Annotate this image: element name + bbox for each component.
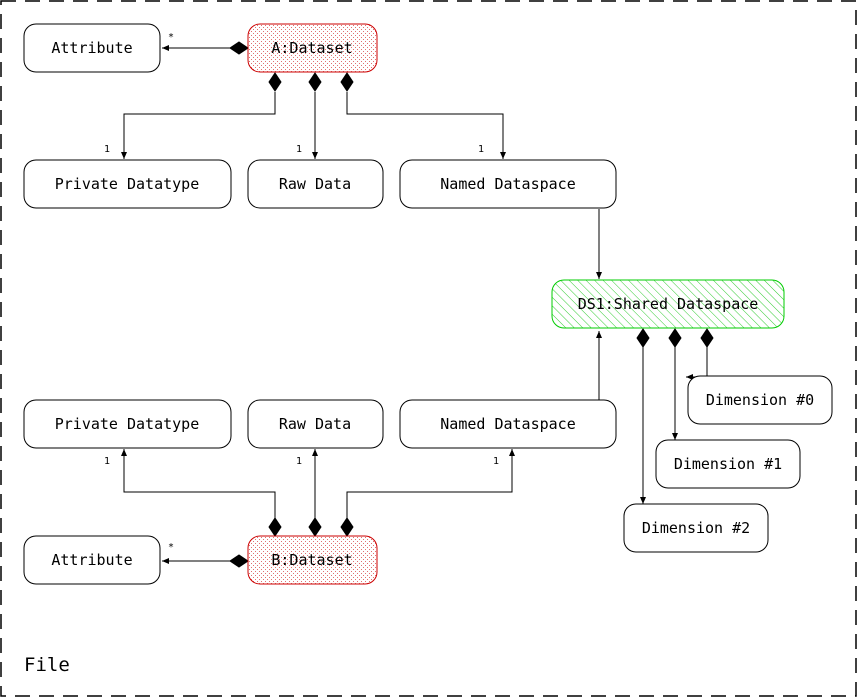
b-raw-data-box[interactable]: Raw Data	[247, 399, 384, 449]
composition-diamonds	[229, 41, 714, 568]
a-dataset-box[interactable]: A:Dataset	[247, 23, 378, 73]
b-private-datatype-box[interactable]: Private Datatype	[23, 399, 232, 449]
shared-dataspace-box[interactable]: DS1:Shared Dataspace	[551, 279, 785, 329]
b-private-datatype-shape	[23, 399, 232, 449]
b-dataset-shape	[247, 535, 378, 585]
dim1-diamond	[668, 328, 682, 348]
dimension-0-shape	[687, 375, 833, 425]
b-named-dataspace-link	[346, 449, 515, 518]
a-named-dataspace-box[interactable]: Named Dataspace	[399, 159, 617, 209]
b-attribute-diamond	[229, 554, 249, 568]
dimension-1-box[interactable]: Dimension #1	[655, 439, 801, 489]
a-private-datatype-box[interactable]: Private Datatype	[23, 159, 232, 209]
mult-b-named-dataspace: 1	[493, 456, 499, 467]
dimension-1-label: Dimension #1	[674, 455, 782, 473]
multiplicity-labels: * 1 1 1 1 1 1 *	[104, 32, 499, 553]
a-named-dataspace-label: Named Dataspace	[440, 175, 575, 193]
a-attribute-shape	[23, 23, 161, 73]
dim0-link	[686, 347, 708, 380]
mult-a-named-dataspace: 1	[478, 144, 484, 155]
b-named-dataspace-box[interactable]: Named Dataspace	[399, 399, 617, 449]
b-raw-data-label: Raw Data	[279, 415, 351, 433]
a-dataset-shape	[247, 23, 378, 73]
mult-b-raw-data: 1	[296, 456, 302, 467]
b-named-dataspace-shape	[399, 399, 617, 449]
dim2-diamond	[636, 328, 650, 348]
a-private-datatype-diamond	[268, 72, 282, 92]
a-private-datatype-shape	[23, 159, 232, 209]
shared-dataspace-shape	[551, 279, 785, 329]
shared-dataspace-label: DS1:Shared Dataspace	[578, 295, 759, 313]
b-private-datatype-link	[121, 449, 276, 518]
b-raw-data-diamond	[308, 517, 322, 537]
b-attribute-box[interactable]: Attribute	[23, 535, 161, 585]
dimension-2-shape	[623, 503, 769, 553]
dimension-2-label: Dimension #2	[642, 519, 750, 537]
mult-a-raw-data: 1	[296, 144, 302, 155]
b-attribute-shape	[23, 535, 161, 585]
mult-b-attribute: *	[168, 542, 174, 553]
a-private-datatype-link	[121, 92, 276, 159]
a-attribute-label: Attribute	[51, 39, 132, 57]
mult-a-attribute: *	[168, 32, 174, 43]
b-dataset-box[interactable]: B:Dataset	[247, 535, 378, 585]
a-raw-data-label: Raw Data	[279, 175, 351, 193]
b-private-datatype-diamond	[268, 517, 282, 537]
b-dataset-label: B:Dataset	[271, 551, 352, 569]
b-raw-data-shape	[247, 399, 384, 449]
file-label: File	[24, 654, 70, 676]
a-raw-data-shape	[247, 159, 384, 209]
a-named-dataspace-link	[346, 92, 506, 159]
a-raw-data-diamond	[308, 72, 322, 92]
b-named-dataspace-diamond	[340, 517, 354, 537]
mult-a-private-datatype: 1	[104, 144, 110, 155]
a-named-dataspace-shape	[399, 159, 617, 209]
connectors	[121, 45, 708, 564]
a-attribute-diamond	[229, 41, 249, 55]
dimension-1-shape	[655, 439, 801, 489]
a-attribute-box[interactable]: Attribute	[23, 23, 161, 73]
dimension-2-box[interactable]: Dimension #2	[623, 503, 769, 553]
mult-b-private-datatype: 1	[104, 456, 110, 467]
a-private-datatype-label: Private Datatype	[55, 175, 200, 193]
b-attribute-label: Attribute	[51, 551, 132, 569]
dim0-diamond	[700, 328, 714, 348]
a-named-dataspace-diamond	[340, 72, 354, 92]
a-raw-data-box[interactable]: Raw Data	[247, 159, 384, 209]
a-dataset-label: A:Dataset	[271, 39, 352, 57]
b-named-dataspace-label: Named Dataspace	[440, 415, 575, 433]
dimension-0-box[interactable]: Dimension #0	[687, 375, 833, 425]
dimension-0-label: Dimension #0	[706, 391, 814, 409]
b-private-datatype-label: Private Datatype	[55, 415, 200, 433]
